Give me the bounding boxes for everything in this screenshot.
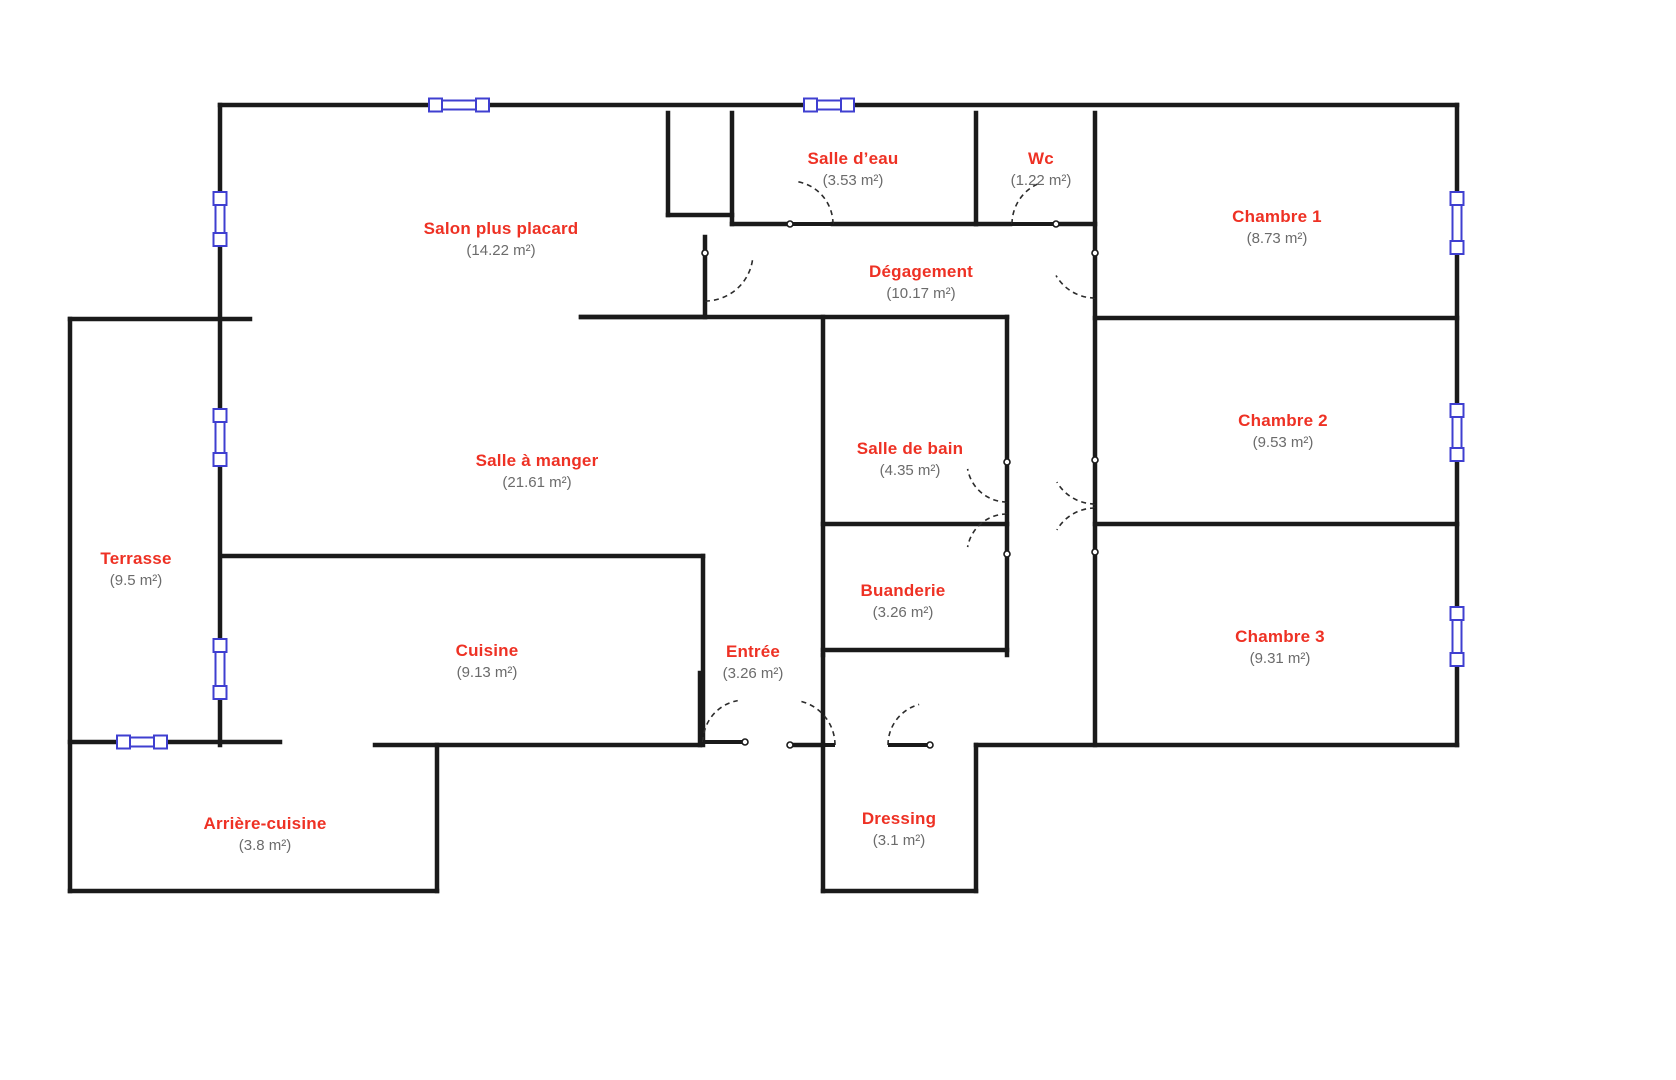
door-buanderie-hinge [1003, 550, 1011, 558]
window-right-chambre1 [1449, 191, 1465, 255]
window-top-salon-right-jamb-2 [840, 97, 855, 113]
window-left-upper-jamb-2 [212, 232, 228, 247]
door-chambre2 [1056, 456, 1099, 505]
window-right-chambre3-jamb-1 [1449, 606, 1465, 621]
window-left-upper-opening [215, 193, 225, 245]
window-left-lower [212, 638, 228, 700]
door-salon [701, 249, 754, 302]
door-entree-main-swing-arc [702, 699, 738, 743]
door-chambre3 [1056, 507, 1099, 556]
window-top-salon-right-opening [805, 100, 853, 110]
door-dressing [887, 703, 934, 749]
window-top-salon-left-jamb-2 [475, 97, 490, 113]
door-entree [786, 699, 836, 749]
door-wc [1011, 181, 1060, 228]
window-left-upper [212, 191, 228, 247]
window-right-chambre2-jamb-1 [1449, 403, 1465, 418]
window-bottom-terrace-opening [118, 737, 166, 747]
window-right-chambre2 [1449, 403, 1465, 462]
window-top-salon-left [428, 97, 490, 113]
door-entree-hinge [786, 741, 794, 749]
window-right-chambre1-jamb-1 [1449, 191, 1465, 206]
window-right-chambre1-jamb-2 [1449, 240, 1465, 255]
door-buanderie [966, 513, 1011, 558]
window-left-mid-jamb-1 [212, 408, 228, 423]
window-top-salon-left-jamb-1 [428, 97, 443, 113]
door-salle-eau-swing-arc [797, 180, 834, 225]
door-wc-hinge [1052, 220, 1060, 228]
window-left-mid-jamb-2 [212, 452, 228, 467]
window-right-chambre3-opening [1452, 608, 1462, 665]
window-bottom-terrace [116, 734, 168, 750]
door-chambre1-swing-arc [1055, 275, 1096, 299]
door-buanderie-swing-arc [966, 513, 1008, 548]
window-left-mid-opening [215, 410, 225, 465]
door-entree-main [702, 699, 749, 746]
window-top-salon-right [803, 97, 855, 113]
door-dressing-hinge [926, 741, 934, 749]
door-chambre3-swing-arc [1056, 507, 1096, 531]
door-chambre1-hinge [1091, 249, 1099, 257]
door-entree-swing-arc [797, 699, 836, 746]
window-right-chambre3 [1449, 606, 1465, 667]
door-wc-swing-arc [1011, 181, 1042, 225]
window-right-chambre2-opening [1452, 405, 1462, 460]
door-salon-hinge [701, 249, 709, 257]
door-chambre2-swing-arc [1056, 481, 1096, 505]
window-top-salon-right-jamb-1 [803, 97, 818, 113]
window-right-chambre2-jamb-2 [1449, 447, 1465, 462]
door-chambre3-hinge [1091, 548, 1099, 556]
window-left-mid [212, 408, 228, 467]
door-salle-de-bain-hinge [1003, 458, 1011, 466]
window-left-lower-opening [215, 640, 225, 698]
window-bottom-terrace-jamb-1 [116, 734, 131, 750]
door-salle-de-bain-swing-arc [966, 468, 1008, 503]
door-chambre1 [1055, 249, 1099, 299]
door-entree-main-hinge [741, 738, 749, 746]
window-right-chambre3-jamb-2 [1449, 652, 1465, 667]
door-chambre2-hinge [1091, 456, 1099, 464]
window-top-salon-left-opening [430, 100, 488, 110]
window-left-lower-jamb-2 [212, 685, 228, 700]
window-left-upper-jamb-1 [212, 191, 228, 206]
door-dressing-swing-arc [887, 703, 920, 746]
window-bottom-terrace-jamb-2 [153, 734, 168, 750]
door-salle-de-bain [966, 458, 1011, 503]
window-right-chambre1-opening [1452, 193, 1462, 253]
walls-group [67, 102, 1460, 894]
windows-group [116, 97, 1465, 750]
door-salle-eau-hinge [786, 220, 794, 228]
door-salon-swing-arc [704, 257, 754, 302]
door-salle-eau [786, 180, 834, 228]
doors-group [701, 180, 1099, 749]
window-left-lower-jamb-1 [212, 638, 228, 653]
